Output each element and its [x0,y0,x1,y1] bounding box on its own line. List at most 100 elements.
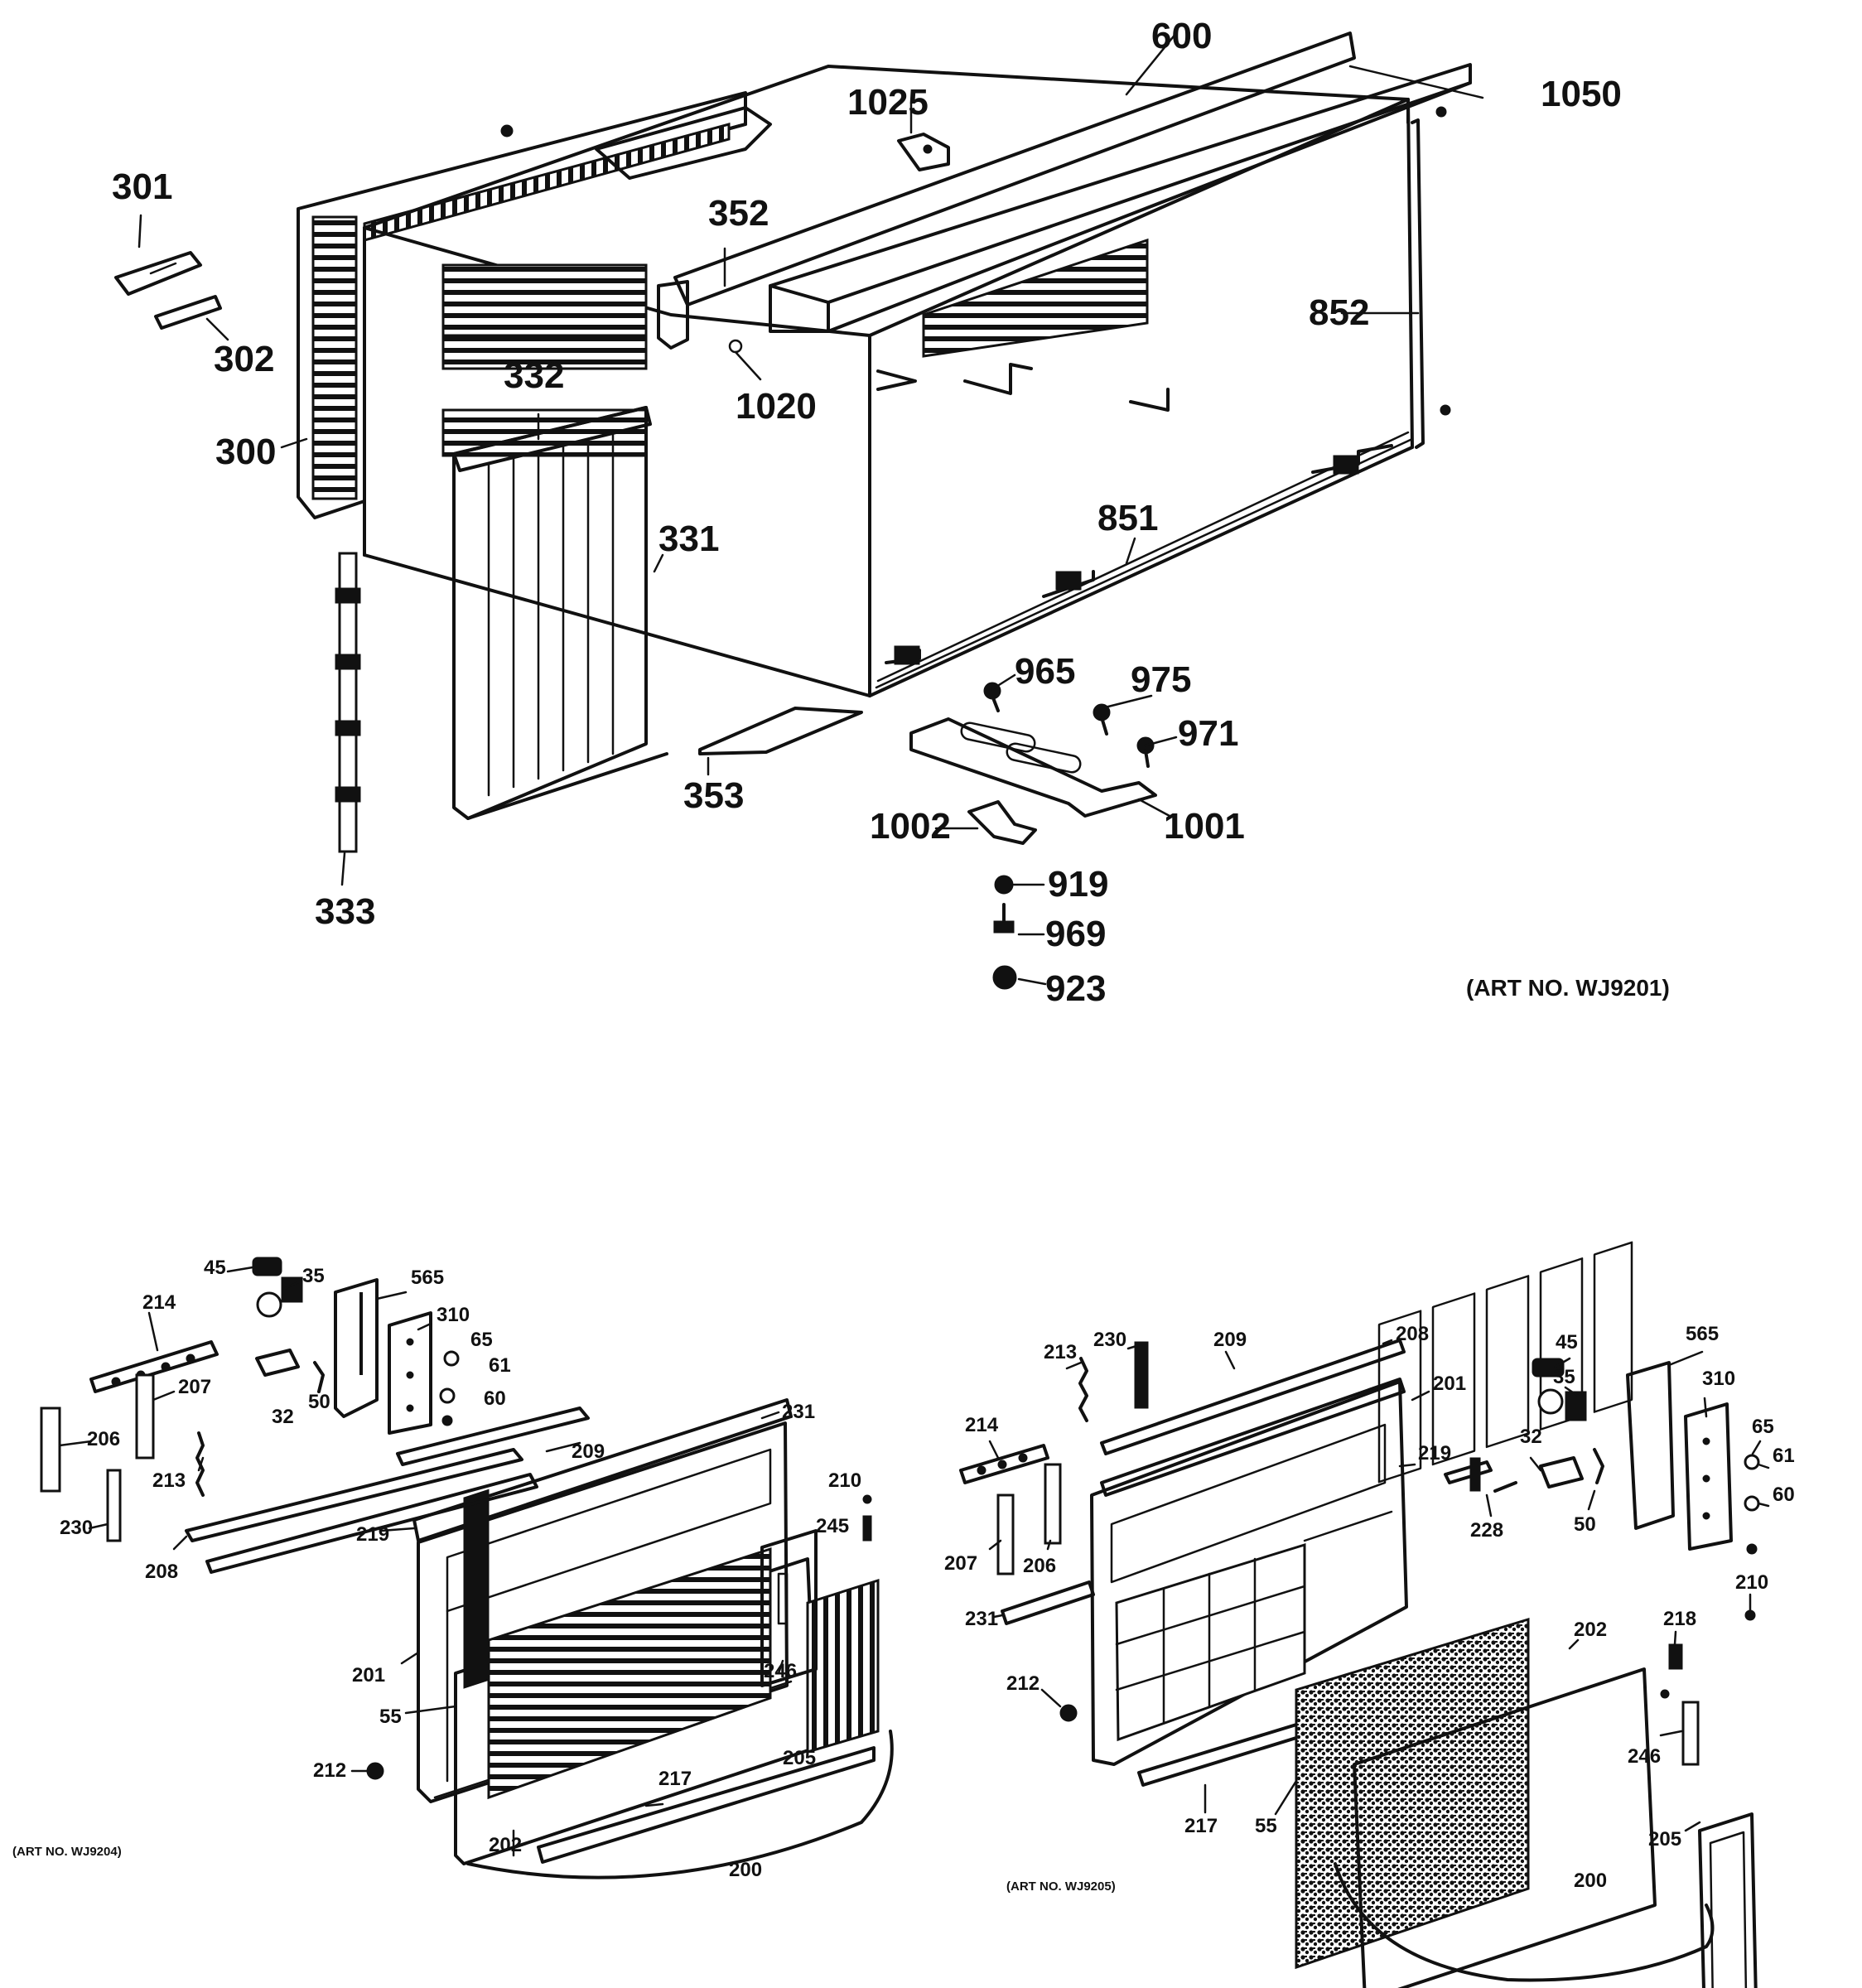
left-label-35: 35 [302,1265,325,1287]
hinge-strip-333 [335,552,361,853]
left-label-45: 45 [204,1257,226,1279]
right-label-61: 61 [1773,1445,1795,1467]
left-label-209: 209 [572,1440,605,1463]
right-label-246: 246 [1628,1745,1661,1768]
left-label-565: 565 [411,1267,444,1289]
handle-301 [114,251,202,296]
label-1025: 1025 [847,82,929,123]
left-label-206: 206 [87,1428,120,1450]
nut-919 [994,875,1014,895]
art-no-top: (ART NO. WJ9201) [1466,975,1670,1001]
right-label-230: 230 [1093,1329,1126,1351]
right-label-207: 207 [944,1552,977,1575]
right-label-201: 201 [1433,1373,1466,1395]
left-label-214: 214 [142,1291,176,1314]
right-label-210: 210 [1735,1571,1768,1594]
right-label-217: 217 [1184,1815,1218,1837]
label-352: 352 [708,193,769,234]
right-label-60: 60 [1773,1484,1795,1506]
left-label-310: 310 [437,1304,470,1326]
support-352 [657,280,689,350]
label-353: 353 [683,775,744,816]
right-label-206: 206 [1023,1555,1056,1577]
label-300: 300 [215,432,276,472]
left-label-230: 230 [60,1517,93,1539]
art-no-bottom-left: (ART NO. WJ9204) [12,1845,122,1859]
left-label-201: 201 [352,1664,385,1686]
right-label-45: 45 [1556,1331,1578,1353]
left-label-213: 213 [152,1469,186,1492]
left-label-246: 246 [764,1660,797,1682]
right-label-209: 209 [1213,1329,1247,1351]
label-969: 969 [1045,914,1106,954]
left-label-207: 207 [178,1376,211,1398]
right-label-202: 202 [1574,1619,1607,1641]
left-label-200: 200 [729,1859,762,1881]
label-301: 301 [112,166,172,207]
right-label-55: 55 [1255,1815,1277,1837]
right-label-200: 200 [1574,1870,1607,1892]
left-label-50: 50 [308,1391,330,1413]
front-panel-331 [452,406,668,820]
left-label-205: 205 [783,1747,816,1769]
left-label-202: 202 [489,1834,522,1856]
right-label-208: 208 [1396,1323,1429,1345]
clip-1025 [897,133,950,171]
left-label-245: 245 [816,1515,849,1537]
right-label-565: 565 [1686,1323,1719,1345]
screw-971 [1136,736,1155,768]
right-label-213: 213 [1044,1341,1077,1363]
left-label-32: 32 [272,1406,294,1428]
right-label-205: 205 [1648,1828,1681,1850]
label-1002: 1002 [870,806,951,847]
handle-insert-302 [154,295,222,330]
label-600: 600 [1151,16,1212,56]
cabinet-shell [363,65,1451,697]
right-label-214: 214 [965,1414,999,1436]
cabinet-assembly [297,31,1472,697]
right-label-228: 228 [1470,1519,1503,1542]
left-label-55: 55 [379,1706,402,1728]
screw-965 [983,682,1001,712]
label-1020: 1020 [736,386,817,427]
right-label-35: 35 [1553,1366,1575,1388]
label-332: 332 [504,355,564,396]
label-333: 333 [315,891,375,932]
bracket-1001 [909,717,1157,818]
left-label-217: 217 [658,1768,692,1790]
left-label-212: 212 [313,1759,346,1782]
art-no-bottom-right: (ART NO. WJ9205) [1006,1879,1116,1894]
left-leaders [58,1266,784,1857]
left-label-219: 219 [356,1523,389,1546]
label-971: 971 [1178,713,1238,754]
channel-353 [698,707,863,755]
label-851: 851 [1097,498,1158,538]
top-rail-600 [673,31,1356,306]
rear-grille-300 [297,91,772,519]
label-919: 919 [1048,864,1108,905]
left-label-60: 60 [484,1387,506,1410]
right-label-212: 212 [1006,1672,1040,1695]
right-leaders [988,1339,1770,1832]
right-label-219: 219 [1418,1442,1451,1464]
label-1050: 1050 [1541,74,1622,114]
label-965: 965 [1015,651,1075,692]
left-label-65: 65 [470,1329,493,1351]
label-302: 302 [214,339,274,379]
cap-923 [992,965,1017,990]
label-331: 331 [658,519,719,559]
left-label-231: 231 [782,1401,815,1423]
label-975: 975 [1131,659,1191,700]
bracket-1002 [967,800,1037,845]
label-1001: 1001 [1164,806,1245,847]
right-label-65: 65 [1752,1416,1774,1438]
left-label-208: 208 [145,1561,178,1583]
right-label-32: 32 [1520,1426,1542,1448]
front-assembly-left [40,1257,894,1879]
left-label-210: 210 [828,1469,861,1492]
label-923: 923 [1045,968,1106,1009]
right-label-231: 231 [965,1608,998,1630]
right-label-218: 218 [1663,1608,1696,1630]
right-label-310: 310 [1702,1368,1735,1390]
